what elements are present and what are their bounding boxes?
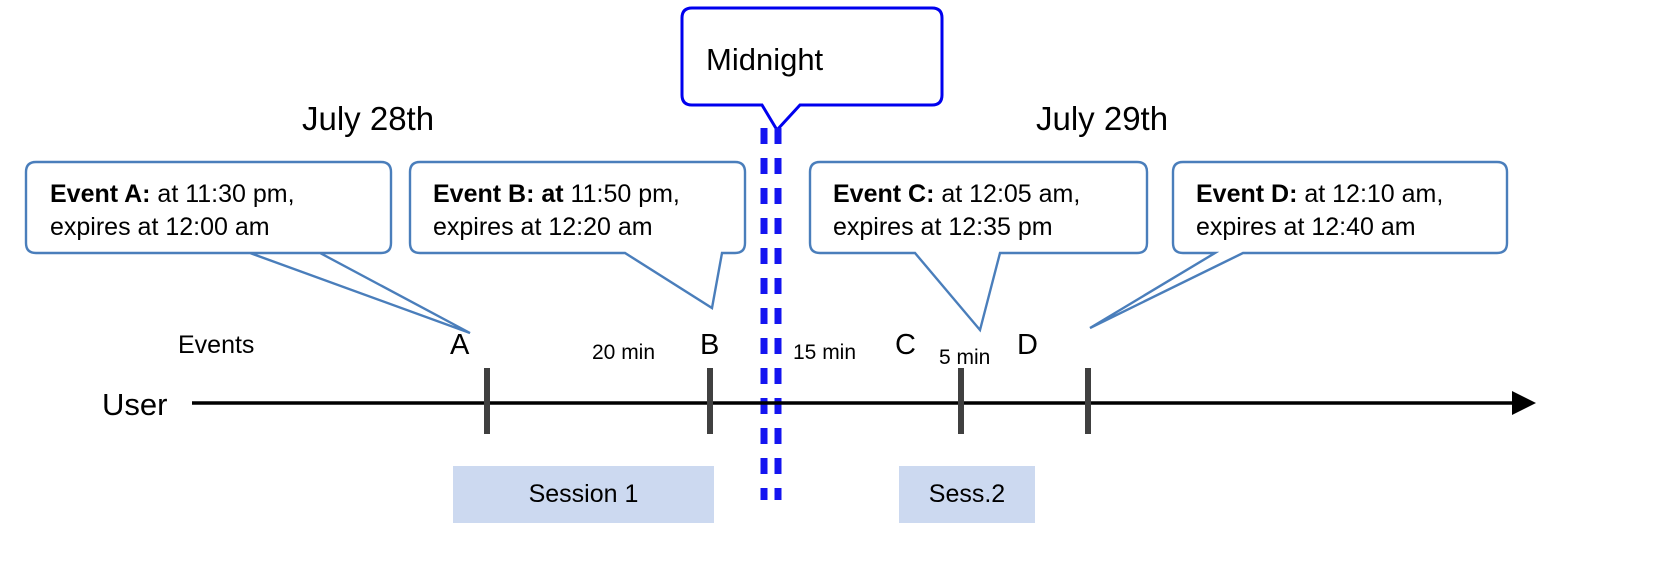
session-2-label: Sess.2 <box>928 480 1006 508</box>
tick-label-a: A <box>450 329 470 361</box>
interval-label-20-min: 20 min <box>592 341 656 364</box>
event-d-line2: expires at 12:40 am <box>1196 213 1416 241</box>
event-b-callout-text: Event B: at 11:50 pm, expires at 12:20 a… <box>433 178 680 244</box>
date-label-july-29: July 29th <box>1036 100 1169 137</box>
midnight-callout-shape <box>680 6 944 133</box>
event-b-bold-prefix: Event B: at <box>433 180 564 208</box>
event-b-callout-shape <box>408 160 747 310</box>
event-a-callout-shape <box>24 160 471 335</box>
interval-label-5-min: 5 min <box>939 346 991 369</box>
event-a-callout-text: Event A: at 11:30 pm, expires at 12:00 a… <box>50 178 295 244</box>
event-c-bold-prefix: Event C: <box>833 180 935 208</box>
event-c-line1-rest: at 12:05 am, <box>934 180 1081 208</box>
tick-label-d: D <box>1017 329 1038 361</box>
session-box-1: Session 1 <box>453 466 714 523</box>
event-b-line2: expires at 12:20 am <box>433 213 653 241</box>
interval-label-15-min: 15 min <box>793 341 857 364</box>
event-d-callout-shape <box>1089 160 1509 330</box>
tick-label-c: C <box>895 329 916 361</box>
session-1-label: Session 1 <box>528 480 639 508</box>
tick-label-b: B <box>700 329 720 361</box>
event-d-line1-rest: at 12:10 am, <box>1297 180 1444 208</box>
session-box-2: Sess.2 <box>899 466 1035 523</box>
midnight-label: Midnight <box>706 42 824 77</box>
event-c-line2: expires at 12:35 pm <box>833 213 1053 241</box>
event-a-line2: expires at 12:00 am <box>50 213 270 241</box>
event-a-line1-rest: at 11:30 pm, <box>150 180 295 208</box>
event-a-bold-prefix: Event A: <box>50 180 151 208</box>
timeline-arrowhead <box>1512 391 1536 415</box>
event-c-callout-shape <box>808 160 1149 333</box>
events-row-label: Events <box>178 331 255 359</box>
event-c-callout-text: Event C: at 12:05 am, expires at 12:35 p… <box>833 178 1080 244</box>
user-row-label: User <box>102 387 168 422</box>
event-d-callout-text: Event D: at 12:10 am, expires at 12:40 a… <box>1196 178 1443 244</box>
date-label-july-28: July 28th <box>302 100 435 137</box>
event-d-bold-prefix: Event D: <box>1196 180 1298 208</box>
event-b-line1-rest: 11:50 pm, <box>563 180 680 208</box>
